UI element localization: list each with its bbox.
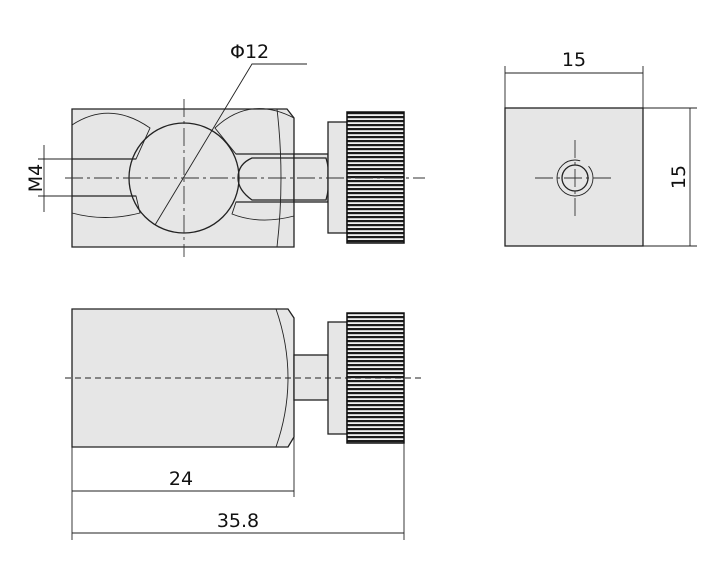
- total-length-label: 35.8: [217, 510, 259, 532]
- height-label: 15: [668, 165, 690, 189]
- body-length-label: 24: [169, 468, 193, 490]
- side-view: 15 15: [504, 49, 697, 247]
- top-section-view: M4 Φ12: [25, 41, 425, 257]
- side-face: [504, 107, 644, 247]
- thread-label: M4: [25, 164, 47, 192]
- collar: [327, 121, 348, 234]
- hatch-upper-right: [214, 108, 295, 155]
- ball-diameter-label: Φ12: [230, 41, 269, 63]
- diameter-leader-line: [154, 63, 307, 226]
- hatch-lower-right: [231, 201, 295, 221]
- front-view: 24 35.8: [65, 308, 425, 540]
- hatch-upper-left: [71, 112, 151, 160]
- hatch-lower-left: [71, 195, 141, 218]
- knurled-knob: [346, 111, 405, 244]
- width-label: 15: [562, 49, 586, 71]
